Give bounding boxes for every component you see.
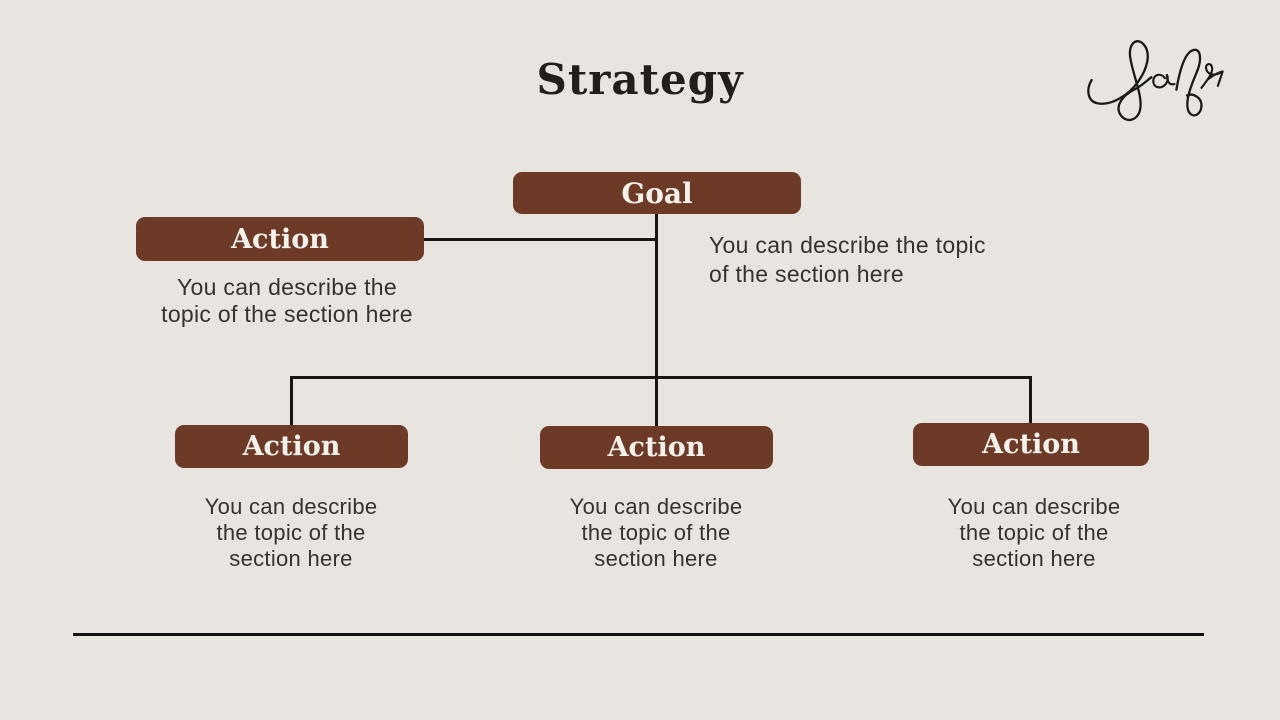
signature-scribble-icon <box>1087 40 1224 122</box>
action-top-description-line: topic of the section here <box>161 301 413 327</box>
action-top-description: You can describe the topic of the sectio… <box>127 274 447 328</box>
description-line: section here <box>972 546 1096 571</box>
action-bottom-left-description: You can describe the topic of the sectio… <box>166 494 416 572</box>
goal-label: Goal <box>621 176 693 210</box>
goal-description-line: You can describe the topic <box>709 232 986 258</box>
action-bottom-right-label: Action <box>982 429 1080 460</box>
connector-branch-horizontal <box>290 376 1032 379</box>
description-line: You can describe <box>204 494 378 519</box>
description-line: section here <box>594 546 718 571</box>
connector-goal-vertical <box>655 214 658 426</box>
action-bottom-middle-description: You can describe the topic of the sectio… <box>531 494 781 572</box>
connector-drop-left <box>290 376 293 426</box>
description-line: the topic of the <box>959 520 1109 545</box>
goal-description: You can describe the topic of the sectio… <box>709 231 1109 289</box>
description-line: You can describe <box>947 494 1121 519</box>
action-bottom-right-box: Action <box>913 423 1149 466</box>
action-bottom-right-description: You can describe the topic of the sectio… <box>909 494 1159 572</box>
action-bottom-middle-box: Action <box>540 426 773 469</box>
connector-drop-right <box>1029 376 1032 424</box>
action-top-box: Action <box>136 217 424 261</box>
connector-action-top-horizontal <box>423 238 656 241</box>
action-top-description-line: You can describe the <box>177 274 397 300</box>
action-bottom-middle-label: Action <box>607 432 706 463</box>
bottom-divider-line <box>73 633 1204 636</box>
description-line: the topic of the <box>581 520 731 545</box>
action-top-label: Action <box>231 223 329 255</box>
action-bottom-left-label: Action <box>242 431 341 462</box>
action-bottom-left-box: Action <box>175 425 408 468</box>
goal-box: Goal <box>513 172 801 214</box>
description-line: section here <box>229 546 353 571</box>
goal-description-line: of the section here <box>709 261 904 287</box>
slide-title: Strategy <box>536 55 744 104</box>
description-line: the topic of the <box>216 520 366 545</box>
description-line: You can describe <box>569 494 743 519</box>
